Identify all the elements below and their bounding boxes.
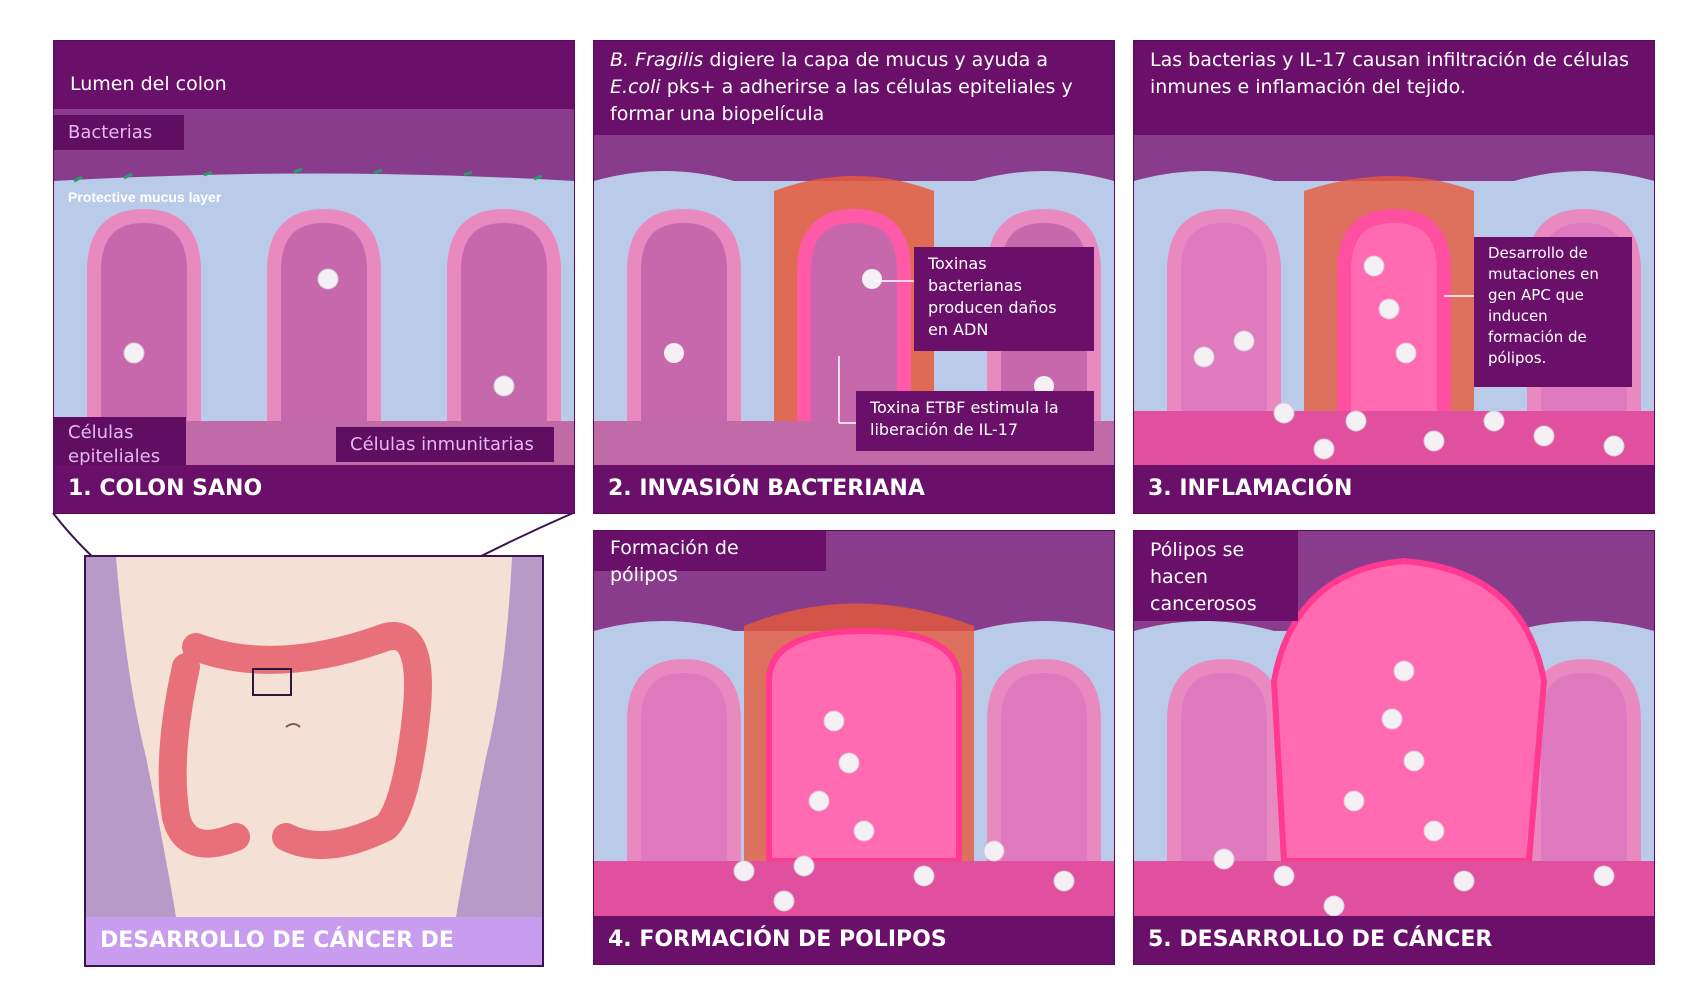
body-colon-panel: DESARROLLO DE CÁNCER DE COLON bbox=[84, 555, 544, 967]
panel3-title: 3. INFLAMACIÓN bbox=[1134, 465, 1654, 513]
callout-apc-mutations: Desarrollo de mutaciones en gen APC que … bbox=[1474, 237, 1632, 387]
bacterias-label: Bacterias bbox=[54, 115, 184, 150]
panel-inflammation: Las bacterias y IL-17 causan infiltració… bbox=[1133, 40, 1655, 514]
panel5-header: Pólipos se hacen cancerosos bbox=[1134, 531, 1298, 621]
header-text: pks+ a adherirse a las células epitelial… bbox=[610, 76, 1073, 125]
bacteria-name-ecoli: E.coli bbox=[610, 76, 661, 98]
panel3-header: Las bacterias y IL-17 causan infiltració… bbox=[1134, 41, 1654, 135]
panel4-title: 4. FORMACIÓN DE POLIPOS bbox=[594, 916, 1114, 964]
panel2-header: B. Fragilis digiere la capa de mucus y a… bbox=[594, 41, 1114, 135]
panel-bacterial-invasion: B. Fragilis digiere la capa de mucus y a… bbox=[593, 40, 1115, 514]
panel1-title: 1. COLON SANO bbox=[54, 465, 574, 513]
abdomen-colon-illustration bbox=[86, 557, 542, 965]
immune-cells-label: Células inmunitarias bbox=[336, 427, 554, 462]
callout-etbf-toxin: Toxina ETBF estimula la liberación de IL… bbox=[856, 391, 1094, 451]
panel-healthy-colon: Lumen del colon Bacterias Protective muc… bbox=[53, 40, 575, 514]
panel1-header: Lumen del colon bbox=[54, 41, 574, 109]
bacteria-name-fragilis: B. Fragilis bbox=[610, 49, 704, 71]
immune-cell bbox=[123, 342, 145, 364]
callout-bacterial-toxins: Toxinas bacterianas producen daños en AD… bbox=[914, 247, 1094, 351]
panel4-header: Formación de pólipos bbox=[594, 531, 826, 586]
panel-cancer-development: Pólipos se hacen cancerosos 5. DESARROLL… bbox=[1133, 530, 1655, 965]
panel2-title: 2. INVASIÓN BACTERIANA bbox=[594, 465, 1114, 513]
epithelial-cells-label: Células epiteliales bbox=[54, 417, 186, 473]
panel-polyp-formation: Formación de pólipos 4. FORMACIÓN DE POL… bbox=[593, 530, 1115, 965]
body-panel-title: DESARROLLO DE CÁNCER DE COLON bbox=[86, 917, 542, 965]
panel5-title: 5. DESARROLLO DE CÁNCER bbox=[1134, 916, 1654, 964]
immune-cell bbox=[317, 268, 339, 290]
cancer-development-illustration bbox=[1134, 531, 1654, 964]
header-text: digiere la capa de mucus y ayuda a bbox=[703, 49, 1048, 71]
mucus-layer-label: Protective mucus layer bbox=[68, 189, 222, 205]
polyp-formation-illustration bbox=[594, 531, 1114, 964]
immune-cell bbox=[493, 375, 515, 397]
